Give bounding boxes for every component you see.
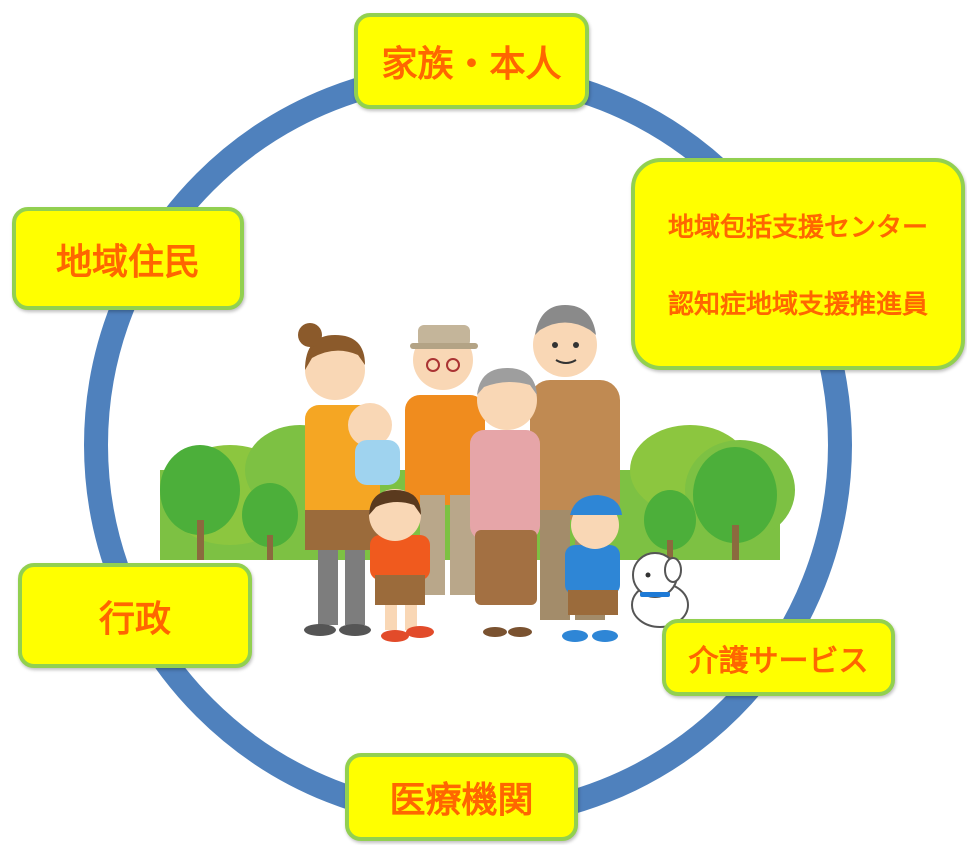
node-local-residents-label: 地域住民 — [55, 241, 200, 283]
node-care-services-label: 介護サービス — [688, 643, 869, 679]
node-administration-label: 行政 — [98, 598, 171, 640]
node-community-support-center: 地域包括支援センター 認知症地域支援推進員 — [631, 158, 965, 370]
grandmother-figure — [470, 368, 540, 605]
node-community-support-center-label: 地域包括支援センター — [667, 213, 928, 243]
girl-figure — [369, 489, 434, 642]
boy-figure — [562, 495, 622, 642]
family-illustration — [160, 305, 795, 642]
node-medical-institutions: 医療機関 — [345, 753, 578, 841]
tree-line — [160, 425, 795, 560]
node-family-self-label: 家族・本人 — [381, 44, 562, 85]
dog-figure — [631, 552, 689, 628]
mother-figure — [298, 323, 400, 625]
node-dementia-promoter-label: 認知症地域支援推進員 — [667, 290, 928, 320]
node-local-residents: 地域住民 — [12, 207, 244, 310]
node-family-self: 家族・本人 — [354, 13, 589, 109]
elder-man-figure — [405, 325, 485, 595]
node-administration: 行政 — [18, 563, 252, 668]
node-care-services: 介護サービス — [662, 619, 895, 696]
node-medical-institutions-label: 医療機関 — [389, 780, 534, 821]
